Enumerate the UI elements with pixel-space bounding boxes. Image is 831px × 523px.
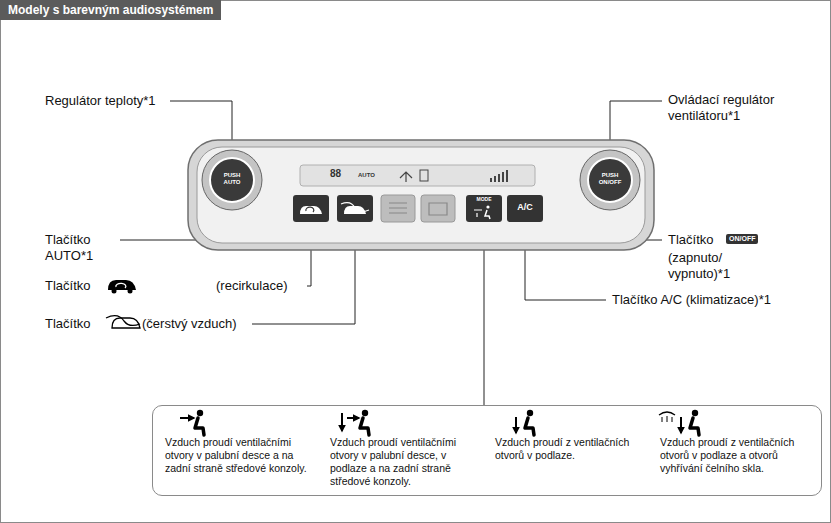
part-label: Ovládací regulátor ventilátoru*1 <box>668 92 823 123</box>
knob-text: PUSH ON/OFF <box>596 172 624 185</box>
part-label: (zapnuto/ vypnuto)*1 <box>668 250 748 281</box>
mode-description: Vzduch proudí z ventilačních otvorů v po… <box>660 436 810 475</box>
airflow-icon-face <box>180 410 204 435</box>
display-text: 88 <box>330 168 341 180</box>
knob-text: PUSH AUTO <box>219 172 245 185</box>
recirculation-icon <box>108 280 136 294</box>
part-label: Tlačítko <box>45 278 91 294</box>
part-label: Tlačítko AUTO*1 <box>45 232 117 263</box>
leader-lines <box>120 101 662 405</box>
button-text: MODE <box>469 196 499 202</box>
mode-description: Vzduch proudí ventilačními otvory v palu… <box>165 436 315 475</box>
part-label: (čerstvý vzduch) <box>142 316 237 332</box>
airflow-icon-floor <box>516 410 534 435</box>
fresh-air-icon <box>106 316 140 328</box>
button-icon-text: ON/OFF <box>726 234 758 244</box>
display-text: AUTO <box>358 172 375 179</box>
airflow-icon-bilevel <box>342 410 369 435</box>
button-text: A/C <box>507 202 543 213</box>
part-label: Tlačítko <box>668 232 714 248</box>
part-label: Regulátor teploty*1 <box>45 93 156 109</box>
mode-description: Vzduch proudí ventilačními otvory v palu… <box>330 436 480 489</box>
control-panel <box>188 140 654 250</box>
part-label: (recirkulace) <box>216 278 288 294</box>
header-band: Modely s barevným audiosystémem <box>0 0 221 20</box>
mode-description: Vzduch proudí z ventilačních otvorů v po… <box>495 436 645 462</box>
part-label: Tlačítko A/C (klimatizace)*1 <box>612 292 771 308</box>
airflow-icon-floor-defrost <box>659 410 699 435</box>
mode-callout-box: Vzduch proudí ventilačními otvory v palu… <box>152 405 822 496</box>
part-label: Tlačítko <box>45 316 91 332</box>
